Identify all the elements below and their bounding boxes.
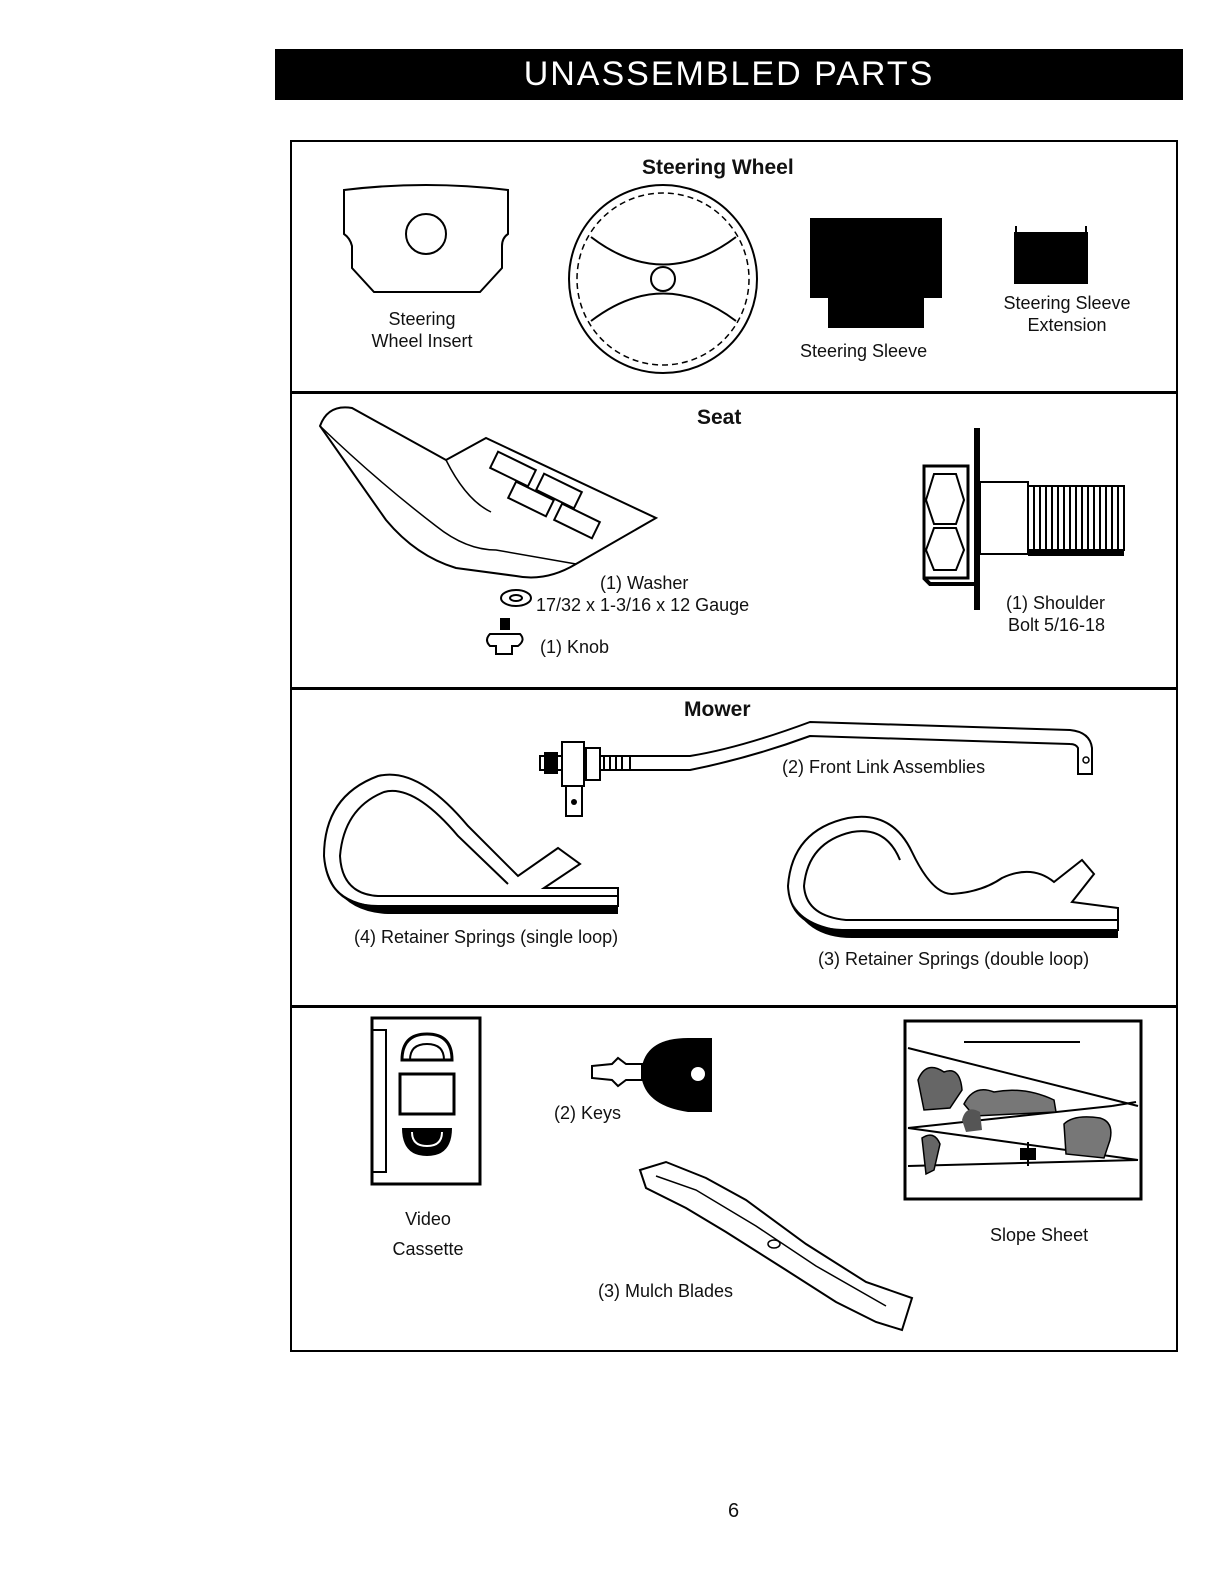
washer-label-line2: 17/32 x 1-3/16 x 12 Gauge (536, 595, 750, 615)
front-link-assembly-icon (539, 720, 1093, 817)
video-cassette-icon (370, 1016, 482, 1186)
keys-label: (2) Keys (554, 1103, 622, 1123)
steering-sleeve-label: Steering Sleeve (800, 341, 928, 361)
steering-wheel-insert-icon (343, 184, 509, 293)
seat-icon (318, 406, 659, 579)
key-icon (591, 1038, 712, 1112)
shoulder-bolt-label-line1: (1) Shoulder (1006, 593, 1106, 613)
misc-parts-section: Video Cassette (2) Keys (3) Mulch Blades (292, 1008, 1176, 1352)
mulch-blade-icon (638, 1160, 914, 1332)
retainer-spring-single-loop-icon (322, 773, 619, 914)
steering-wheel-section: Steering Wheel Steering Wheel Insert Ste… (292, 142, 1176, 394)
slope-sheet-icon (903, 1019, 1143, 1201)
washer-label-line1: (1) Washer (600, 573, 689, 593)
double-loop-label: (3) Retainer Springs (double loop) (818, 949, 1090, 969)
washer-icon (500, 589, 532, 607)
steering-sleeve-icon (810, 218, 942, 328)
seat-title: Seat (697, 406, 742, 429)
seat-section: Seat (1) Washer 17/32 x 1-3/16 x 12 Gaug… (292, 394, 1176, 690)
steering-wheel-title: Steering Wheel (642, 156, 794, 179)
slope-sheet-label: Slope Sheet (990, 1225, 1089, 1245)
parts-frame: Steering Wheel Steering Wheel Insert Ste… (290, 140, 1178, 1352)
mower-section: Mower (2) Front Link Assemblies (4) Reta… (292, 690, 1176, 1008)
knob-icon (486, 618, 524, 655)
page-number: 6 (728, 1500, 740, 1522)
steering-sleeve-extension-icon (1014, 226, 1088, 284)
front-link-label: (2) Front Link Assemblies (782, 757, 986, 777)
video-cassette-label: Video Cassette (392, 1209, 464, 1259)
shoulder-bolt-label-line2: Bolt 5/16-18 (1008, 615, 1106, 635)
mulch-blades-label: (3) Mulch Blades (598, 1281, 734, 1301)
section-banner: UNASSEMBLED PARTS (275, 49, 1183, 100)
single-loop-label: (4) Retainer Springs (single loop) (354, 927, 619, 947)
retainer-spring-double-loop-icon (786, 815, 1119, 938)
steering-insert-label: Steering Wheel Insert (371, 309, 473, 351)
mower-title: Mower (684, 698, 751, 721)
steering-wheel-icon (568, 184, 758, 374)
shoulder-bolt-icon (922, 428, 1125, 610)
knob-label: (1) Knob (540, 637, 610, 657)
steering-extension-label: Steering Sleeve Extension (1003, 293, 1131, 335)
